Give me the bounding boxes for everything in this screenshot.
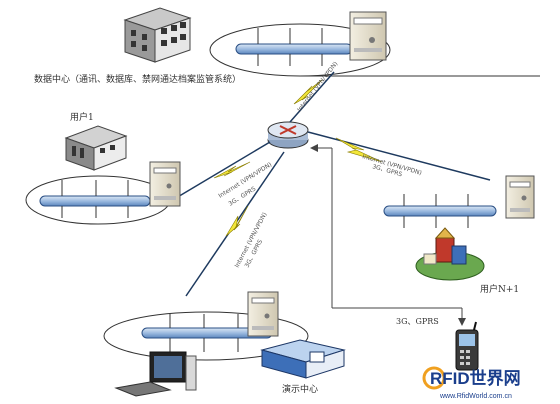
link-router-datacenter: Internet (VPN/VPDN): [289, 60, 339, 123]
user1-building-icon: [64, 125, 128, 171]
watermark-logo-icon: [422, 366, 446, 390]
link-label-router-datacenter: Internet (VPN/VPDN): [296, 60, 339, 113]
link-router-mobile: [310, 144, 466, 326]
link-router-userN: Internet (VPN/VPDN) 3G、GPRS: [307, 131, 491, 181]
link-router-display: Internet (VPN/VPDN) 3G、GPRS: [185, 151, 285, 297]
userN-campus-icon: [415, 227, 485, 281]
datacenter-server-icon: [349, 11, 387, 61]
watermark: RFID世界网 www.RfidWorld.com.cn: [422, 366, 521, 400]
display-lan-ellipse: [103, 311, 309, 361]
workstation-icon: [114, 351, 197, 397]
router-icon: [267, 121, 309, 149]
datacenter-bus: [235, 28, 353, 66]
phone-icon: [455, 321, 479, 371]
display-building-icon: [260, 339, 346, 379]
datacenter-building-icon: [123, 7, 192, 63]
datacenter-network: 数据中心（通讯、数据库、禁网通达档案监管系统）: [34, 7, 540, 85]
datacenter-label: 数据中心（通讯、数据库、禁网通达档案监管系统）: [34, 73, 241, 85]
userN-server-icon: [505, 175, 535, 219]
mobile-label: 3G、GPRS: [396, 317, 439, 326]
display-center-network: 演示中心: [103, 291, 346, 397]
userN-label: 用户N+1: [480, 283, 519, 295]
user1-server-icon: [149, 161, 181, 207]
display-center-label: 演示中心: [282, 383, 318, 395]
display-bus: [141, 314, 273, 352]
userN-bus: [383, 194, 497, 228]
watermark-url: www.RfidWorld.com.cn: [439, 393, 512, 400]
userN-network: 用户N+1: [383, 175, 535, 295]
mobile-terminal: 3G、GPRS: [396, 317, 479, 371]
display-server-icon: [247, 291, 279, 337]
user1-label: 用户1: [70, 111, 94, 123]
link-router-user1: Internet (VPN/VPDN) 3G、GPRS: [175, 141, 273, 208]
watermark-brand: RFID世界网: [430, 369, 521, 388]
user1-network: 用户1: [25, 111, 181, 225]
user1-bus: [39, 180, 151, 218]
